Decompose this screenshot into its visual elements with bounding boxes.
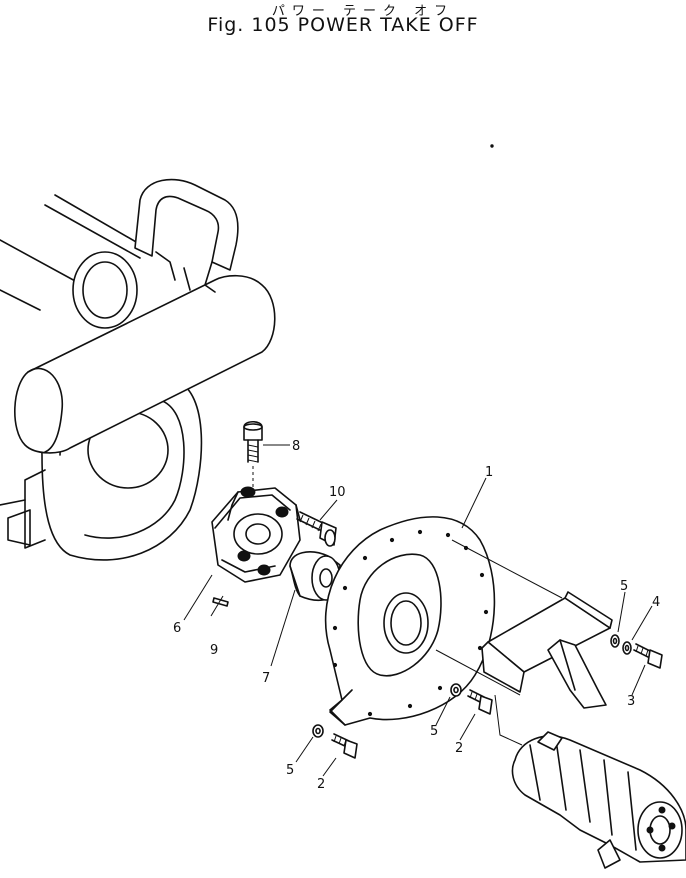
callout-2-middle: 2 xyxy=(455,741,463,756)
washer-5-middle xyxy=(450,683,462,697)
callout-10: 10 xyxy=(329,485,346,500)
coupling xyxy=(211,486,301,583)
hub-7 xyxy=(289,551,341,602)
callout-2-bottom: 2 xyxy=(317,777,325,792)
bolt-2-middle xyxy=(467,689,493,715)
callout-5-bottom: 5 xyxy=(286,763,294,778)
callout-1: 1 xyxy=(485,465,493,480)
bolt-10 xyxy=(296,511,337,547)
callout-5-middle: 5 xyxy=(430,724,438,739)
callout-4: 4 xyxy=(652,595,660,610)
pump-bracket xyxy=(435,539,613,709)
figure-title: Fig. 105 POWER TAKE OFF xyxy=(207,14,479,36)
callout-6: 6 xyxy=(173,621,181,636)
callout-9: 9 xyxy=(210,643,218,658)
bolt-8 xyxy=(243,420,263,488)
figure-title-japanese: パワー テーク オフ xyxy=(271,4,455,19)
callout-5-right: 5 xyxy=(620,579,628,594)
washer-5-right xyxy=(610,634,620,648)
hydraulic-pump xyxy=(494,694,686,869)
adapter-plate-1 xyxy=(324,516,496,726)
callout-3: 3 xyxy=(627,694,635,709)
engine-housing xyxy=(0,178,276,561)
callout-8: 8 xyxy=(292,439,300,454)
washer-4 xyxy=(622,641,632,655)
pin-9 xyxy=(212,597,229,607)
bolt-2-bottom xyxy=(331,733,358,759)
bolt-3 xyxy=(633,643,663,669)
callout-7: 7 xyxy=(262,671,270,686)
leader-lines xyxy=(183,444,653,777)
washer-5-bottom xyxy=(312,724,324,738)
